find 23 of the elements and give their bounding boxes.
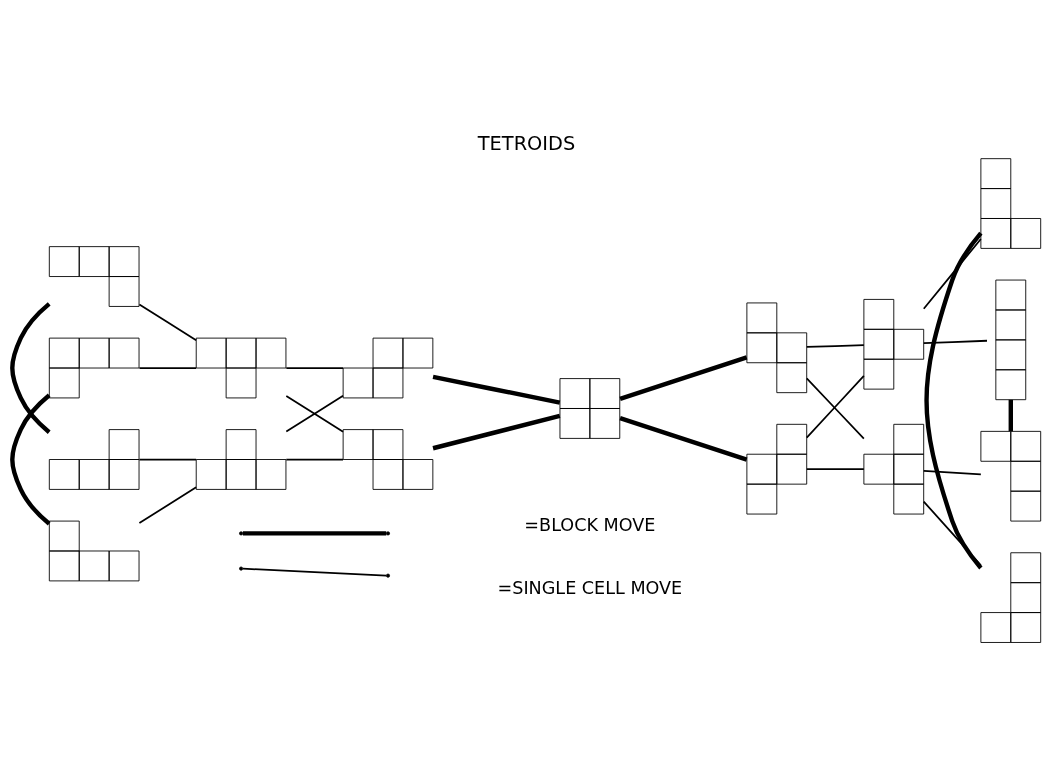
connector <box>922 500 982 566</box>
connector <box>432 413 561 450</box>
connector <box>10 301 51 434</box>
diagram-title: TETROIDS <box>477 131 576 155</box>
connector <box>619 415 748 462</box>
connector <box>922 339 988 344</box>
connector <box>805 343 865 348</box>
legend-label: =SINGLE CELL MOVE <box>497 577 683 598</box>
connector <box>138 485 197 524</box>
connector <box>619 354 748 401</box>
connector <box>432 374 561 405</box>
connector <box>10 393 51 525</box>
connector <box>805 467 865 470</box>
connector <box>922 237 982 310</box>
connector <box>1008 399 1013 431</box>
connector <box>285 458 344 460</box>
connector <box>138 458 197 460</box>
connector <box>138 366 197 369</box>
connector <box>138 303 197 341</box>
connector <box>285 366 344 369</box>
connector <box>922 469 982 475</box>
connector <box>924 231 983 569</box>
legend-label: =BLOCK MOVE <box>524 514 656 535</box>
